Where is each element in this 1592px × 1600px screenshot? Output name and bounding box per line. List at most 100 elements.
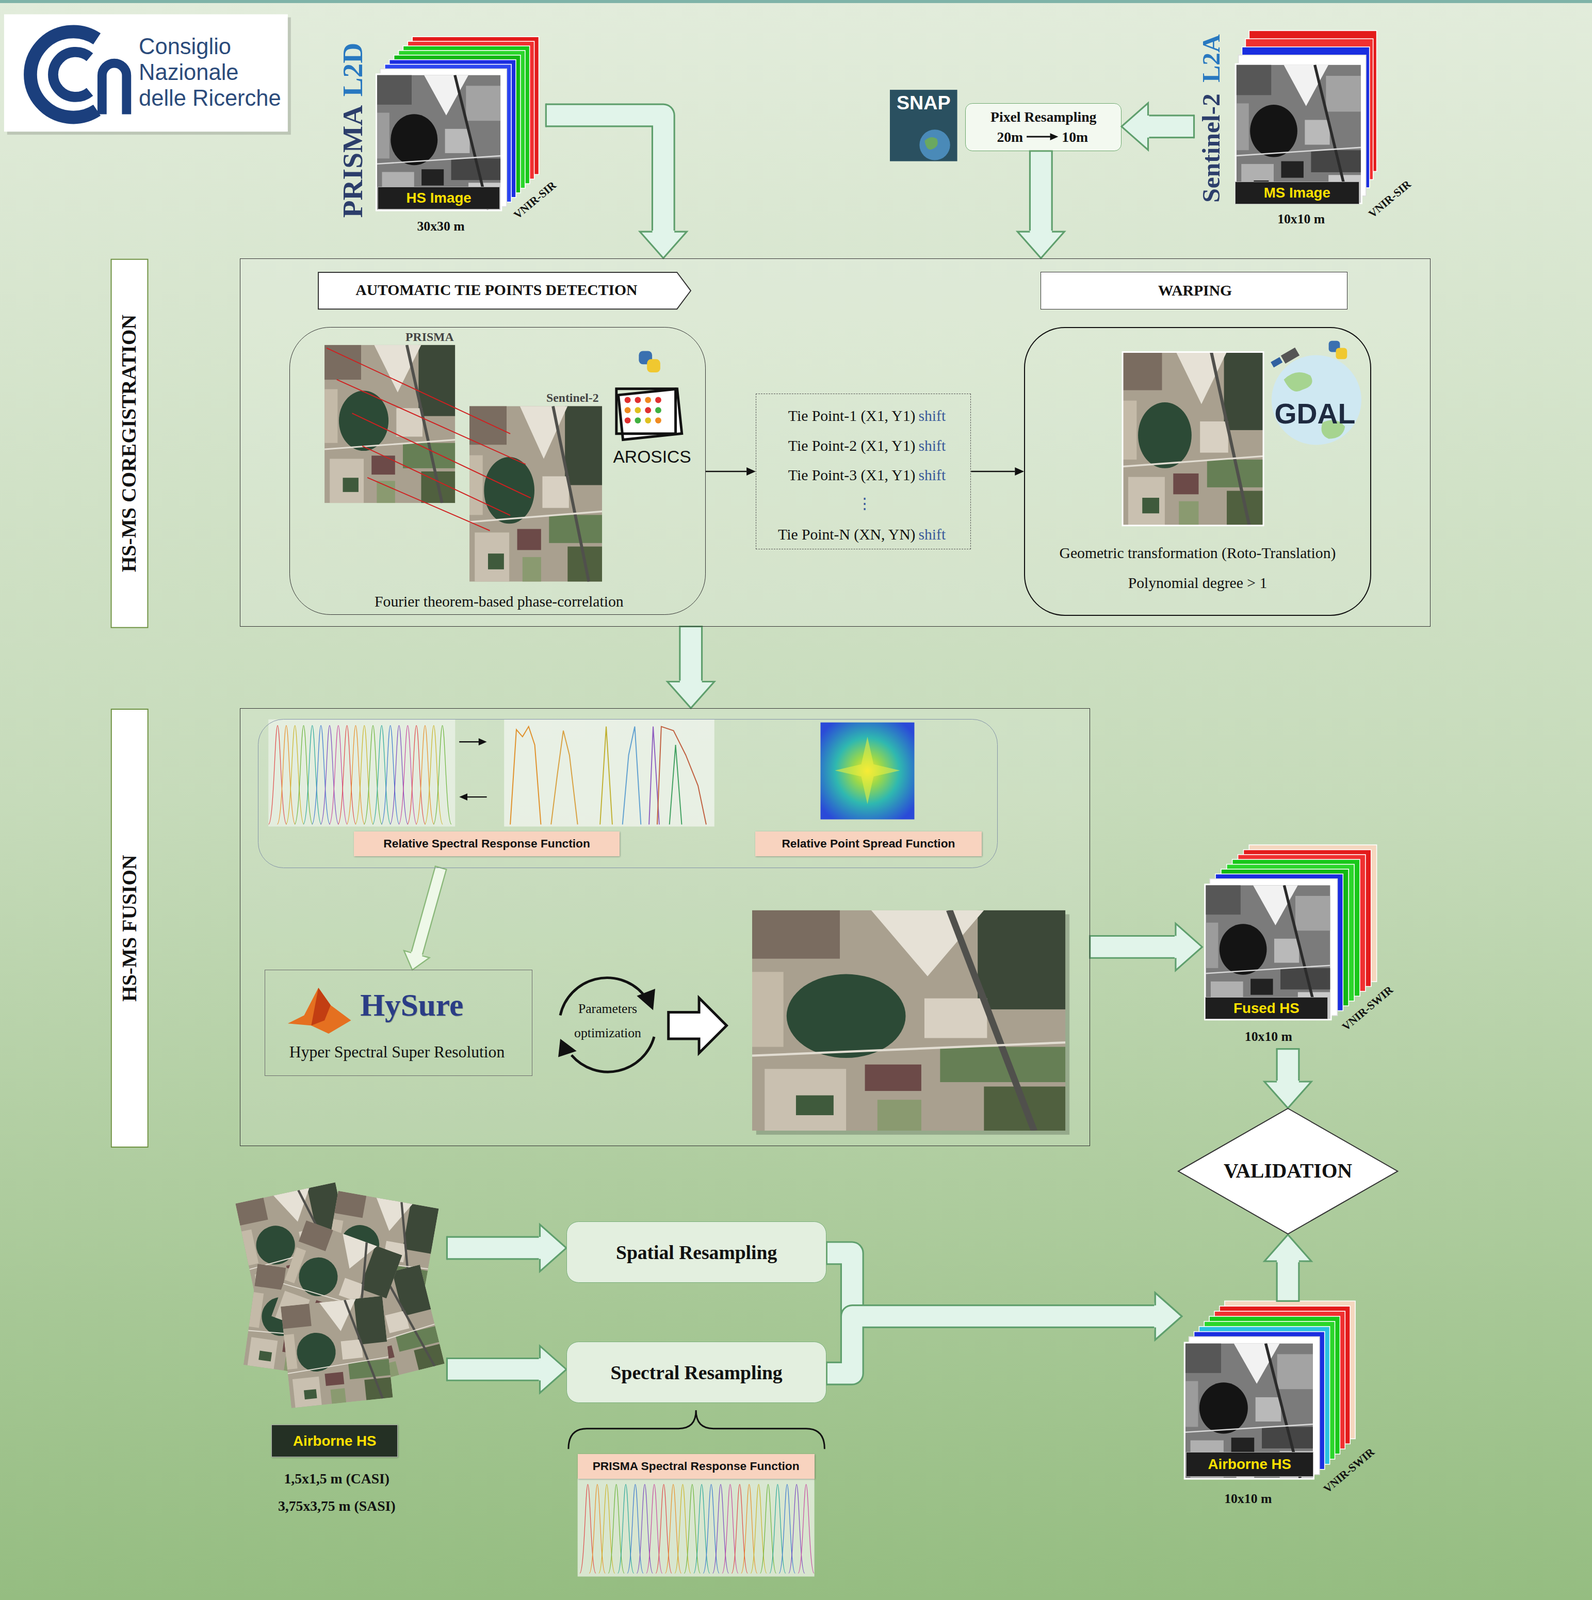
process-title: Pixel Resampling [969, 108, 1118, 126]
arrow-head-outline [540, 1224, 567, 1272]
stage-heading-holder: HS-MS FUSION [110, 708, 149, 1148]
image-caption: Airborne HS [271, 1424, 398, 1458]
prisma-srf-curves [579, 1484, 597, 1574]
srf-curves [398, 725, 417, 825]
prisma-srf-curves [577, 1479, 815, 1578]
prisma-srf-curves [750, 1484, 768, 1574]
arrow-outline [446, 1236, 540, 1261]
srf-curves [657, 726, 707, 825]
srf-curves [407, 725, 426, 825]
image-caption-holder: HS Image [377, 186, 500, 210]
method-caption: Polynomial degree > 1 [1044, 574, 1351, 593]
process-box: Spatial Resampling [566, 1221, 827, 1283]
band-range: VNIR-SWIR [1320, 1445, 1377, 1497]
method-name-holder: HySure [360, 986, 464, 1025]
step-banner: WARPING [1040, 271, 1348, 310]
arrow-head-outline [1264, 1235, 1312, 1262]
process-panel: PRISMASentinel-2AROSICSFourier theorem-b… [289, 327, 706, 615]
prisma-srf-curves [740, 1484, 758, 1574]
sentinel-stack [1235, 63, 1363, 205]
srf-curves [415, 725, 435, 825]
srf-curves [268, 719, 915, 827]
arrow-body [446, 1238, 540, 1259]
warping-figure [1284, 372, 1313, 392]
prisma-srf-curves [598, 1484, 615, 1574]
tie-point-figure [644, 417, 652, 424]
srf-curves [504, 719, 715, 827]
srf-curves [466, 796, 487, 798]
prisma-srf-curves [778, 1484, 796, 1574]
arrow-tail [1276, 1300, 1301, 1303]
ellipsis: ⋮ [854, 494, 875, 514]
tie-point: Tie Point-3 (X1, Y1) [788, 466, 916, 485]
block-arrow [1017, 151, 1065, 259]
warping-figure [1122, 340, 1362, 526]
tie-point-figure [616, 388, 676, 434]
prisma-srf-curves [712, 1484, 729, 1574]
function-tag-holder: Relative Point Spread Function [755, 831, 982, 856]
stage-heading: HS-MS COREGISTRATION [110, 258, 149, 628]
srf-curves [550, 730, 578, 825]
resolution-to-holder: 10m [1061, 128, 1088, 146]
prisma-stack [377, 74, 501, 210]
arrow-head [1154, 1293, 1182, 1341]
image-title-holder: Sentinel-2 [526, 390, 619, 405]
shift-label-holder: shift [918, 466, 946, 485]
band-range-holder: VNIR-SIR [510, 178, 559, 222]
arrow-body [1277, 1049, 1299, 1082]
pixel-box-fill [1050, 133, 1059, 141]
tie-point: Tie Point-2 (X1, Y1) [788, 436, 916, 456]
resolution-label-holder: 30x30 m [395, 218, 487, 235]
arrow-head [1174, 923, 1202, 971]
arrow-head-outline [403, 950, 430, 970]
sensor-name-holder: Sentinel-2 [1195, 93, 1227, 203]
arrow-outline [1029, 151, 1053, 232]
srf-curves [294, 725, 314, 825]
tie-point-figure [362, 446, 511, 516]
fused-image [752, 910, 1070, 1135]
decision-label: VALIDATION [1206, 1159, 1370, 1184]
arrow-head [1264, 1235, 1312, 1263]
image-caption-holder: Fused HS [1205, 997, 1328, 1020]
shift-label: shift [918, 436, 946, 456]
prisma-srf-curves [759, 1484, 777, 1574]
airborne-stack [1185, 1343, 1313, 1478]
sensor-name-holder: PRISMA [335, 104, 370, 218]
arrow-body [1277, 1261, 1299, 1302]
step-banner: AUTOMATIC TIE POINTS DETECTION [317, 271, 692, 310]
tie-point-holder: Tie Point-1 (X1, Y1) [788, 407, 916, 426]
prisma-srf-curves [577, 1479, 815, 1578]
decision-label-holder: VALIDATION [1206, 1159, 1370, 1184]
arrow-outline [545, 115, 664, 233]
function-tag: PRISMA Spectral Response Function [577, 1454, 815, 1479]
tie-point-figure [644, 407, 652, 414]
srf-curves [329, 725, 348, 825]
arrow-head [539, 1224, 567, 1272]
tie-point-figure [655, 397, 662, 404]
arrow-head [639, 230, 687, 258]
arrow-tail [434, 866, 448, 870]
decision-diamond: VALIDATION [1177, 1108, 1399, 1235]
prisma-srf-curves [722, 1484, 739, 1574]
pixel-box-fill [965, 103, 1122, 152]
tool-name-holder: GDAL [1269, 396, 1361, 431]
block-arrow [667, 626, 715, 709]
matlab-logo [287, 987, 352, 1034]
arrow-body [680, 626, 702, 682]
step-title-holder: WARPING [1052, 281, 1339, 301]
resolution-label-holder: 10x10 m [1222, 1029, 1315, 1046]
fused-image [752, 910, 1066, 1131]
institution-name: Consiglio Nazionale delle Ricerche [138, 33, 288, 111]
outline-shape [1178, 1108, 1398, 1234]
arrow-outline [446, 1357, 540, 1382]
prisma-srf-curves [645, 1484, 663, 1574]
optimization-cycle [558, 1038, 577, 1058]
curly-bracket [568, 1410, 825, 1450]
top-strip [0, 0, 1592, 4]
srf-curves [669, 744, 682, 825]
resolution-label: 3,75x3,75 m (SASI) [250, 1497, 424, 1515]
tie-point-figure [655, 407, 662, 414]
arrow-tail [1276, 1048, 1301, 1050]
airborne-stack [1183, 1341, 1315, 1480]
tie-point-figure [646, 359, 661, 373]
